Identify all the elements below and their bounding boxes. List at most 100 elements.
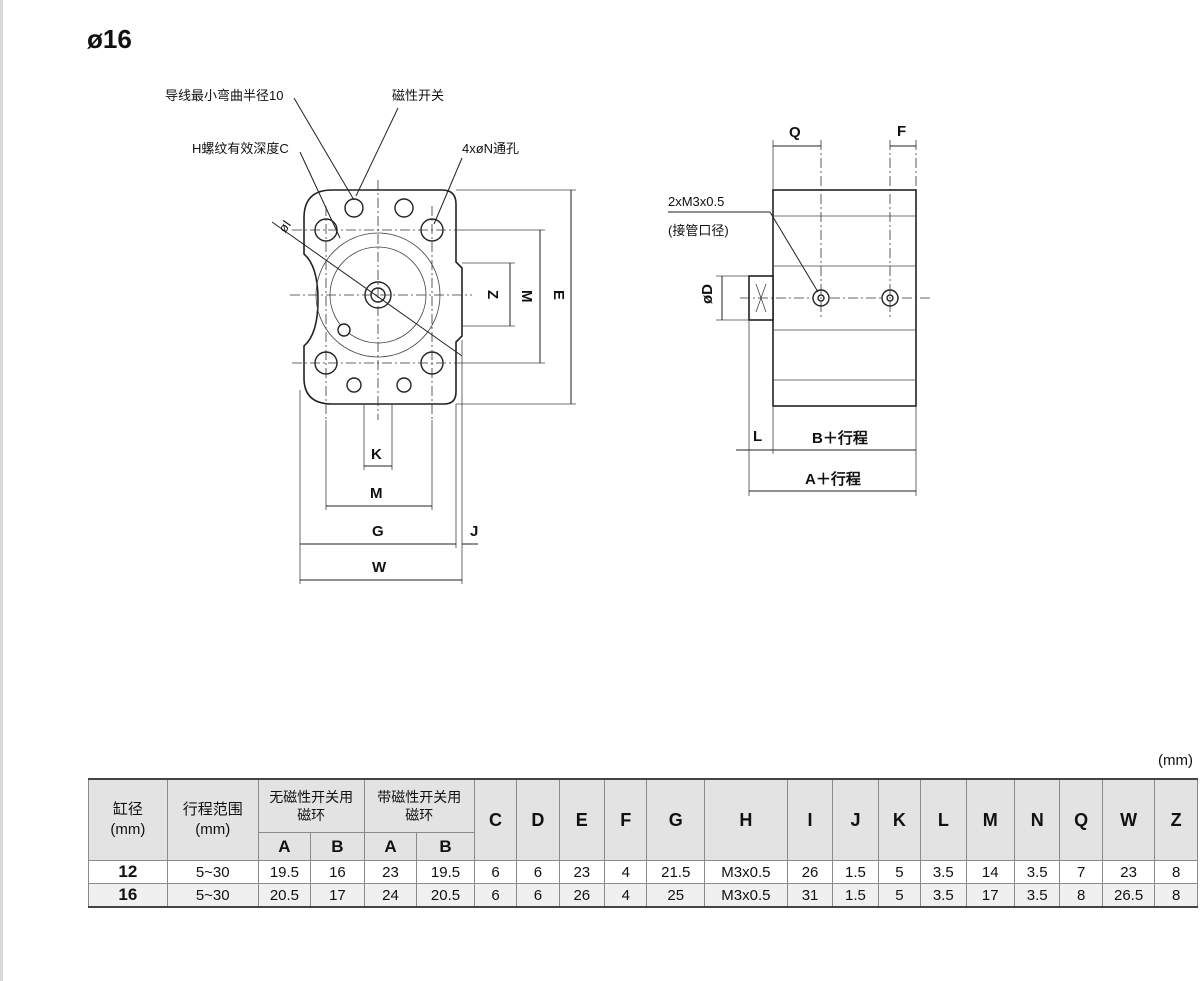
header-col: Q [1059,778,1103,861]
table-cell: 23 [1101,860,1156,884]
table-cell: 26.5 [1101,883,1156,908]
header-col: E [558,778,606,861]
table-cell: 6 [516,860,560,884]
dim-f-label: F [897,123,906,140]
header-col: L [920,778,967,861]
switch-slot-c [346,377,362,393]
header-col: K [877,778,922,861]
table-cell: 25 [646,883,705,908]
header-col: H [704,778,788,861]
dim-m-horizontal-label: M [370,485,383,502]
header-stroke-line2: (mm) [195,821,231,838]
table-cell: 6 [516,883,560,908]
header-col: F [604,778,648,861]
front-view: øI 导线最小弯曲半径10 磁性开关 H螺纹有效深度C 4xøN通孔 Z M E… [165,88,576,584]
table-cell: 19.5 [257,860,312,884]
table-cell: 3.5 [920,883,967,908]
header-sub-a: A [257,832,312,861]
table-cell: 3.5 [920,860,967,884]
table-row: 16 5~30 20.5 17 24 20.5 6 6 26 4 25 M3x0… [88,883,1198,908]
header-magnet-line1: 带磁性开关用 [377,789,462,805]
header-bore-line2: (mm) [110,821,146,838]
switch-slot-a [344,198,364,218]
table-cell: 8 [1059,883,1103,908]
header-bore: 缸径 (mm) [88,778,168,861]
label-thread-depth: H螺纹有效深度C [192,141,289,156]
switch-slot-e [337,323,351,337]
port-label-line2: (接管口径) [668,223,729,238]
header-no-magnet-line2: 磁环 [297,807,326,823]
table-cell: 4 [604,860,648,884]
table-cell: 26 [558,883,606,908]
header-col: N [1013,778,1061,861]
dim-l-label: L [753,428,762,445]
port-label-line1: 2xM3x0.5 [668,194,724,209]
table-cell: 19.5 [416,860,475,884]
dim-j-label: J [470,523,478,540]
header-col: G [646,778,705,861]
table-cell: 5 [877,883,922,908]
table-cell: M3x0.5 [704,883,788,908]
header-col: D [516,778,560,861]
unit-label: (mm) [1158,752,1193,769]
dim-i-label: øI [275,217,294,235]
header-col: C [473,778,518,861]
label-through-holes: 4xøN通孔 [462,141,519,156]
header-no-magnet-group: 无磁性开关用 磁环 [257,778,365,833]
dim-d-label: øD [699,284,716,304]
table-cell: 17 [965,883,1016,908]
header-stroke-line1: 行程范围 [182,801,243,818]
table-cell: 7 [1059,860,1103,884]
table-cell: 6 [473,883,518,908]
dim-q-label: Q [789,124,801,141]
dim-g-label: G [372,523,384,540]
table-cell: 5 [877,860,922,884]
table-cell: 26 [786,860,834,884]
table-cell: 5~30 [166,883,259,908]
header-col: J [832,778,879,861]
table-cell: 8 [1154,860,1198,884]
dim-a-stroke-label: A＋行程 [805,470,861,488]
dim-w-label: W [372,559,387,576]
table-cell: 16 [310,860,365,884]
dim-b-stroke-label: B＋行程 [812,429,868,447]
table-cell: 20.5 [416,883,475,908]
table-cell: 5~30 [166,860,259,884]
table-cell: 23 [558,860,606,884]
table-cell: 20.5 [257,883,312,908]
header-no-magnet-line1: 无磁性开关用 [269,789,354,805]
table-cell: 12 [88,860,168,884]
header-magnet-line2: 磁环 [405,807,434,823]
spec-table: 缸径 (mm) 行程范围 (mm) 无磁性开关用 磁环 带磁性开关用 磁环 C … [88,778,1198,908]
table-cell: 1.5 [832,883,879,908]
header-col: I [786,778,834,861]
page-left-border [0,0,3,981]
table-cell: 3.5 [1013,883,1061,908]
table-cell: 31 [786,883,834,908]
table-cell: 4 [604,883,648,908]
table-cell: 6 [473,860,518,884]
bore-size-title: ø16 [87,24,132,54]
header-magnet-group: 带磁性开关用 磁环 [363,778,475,833]
table-row: 12 5~30 19.5 16 23 19.5 6 6 23 4 21.5 M3… [88,860,1198,884]
table-cell: 14 [965,860,1016,884]
dim-m-vertical-label: M [518,290,535,303]
drawing-canvas: øI 导线最小弯曲半径10 磁性开关 H螺纹有效深度C 4xøN通孔 Z M E… [165,88,930,584]
table-cell: 23 [363,860,418,884]
dim-k-label: K [371,446,382,463]
side-view: Q F 2xM3x0.5 (接管口径) øD L B＋行程 A＋行程 [668,123,930,496]
header-col: M [965,778,1016,861]
label-cable-bend-radius: 导线最小弯曲半径10 [165,88,283,103]
header-col: W [1101,778,1156,861]
table-cell: 3.5 [1013,860,1061,884]
header-col: Z [1154,778,1198,861]
label-magnetic-switch: 磁性开关 [392,88,444,103]
table-cell: 16 [88,883,168,908]
header-sub-b: B [416,832,475,861]
dim-e-label: E [550,290,567,300]
table-cell: 21.5 [646,860,705,884]
dim-z-label: Z [484,290,501,299]
header-sub-a: A [363,832,418,861]
header-stroke-range: 行程范围 (mm) [166,778,259,861]
table-cell: 8 [1154,883,1198,908]
